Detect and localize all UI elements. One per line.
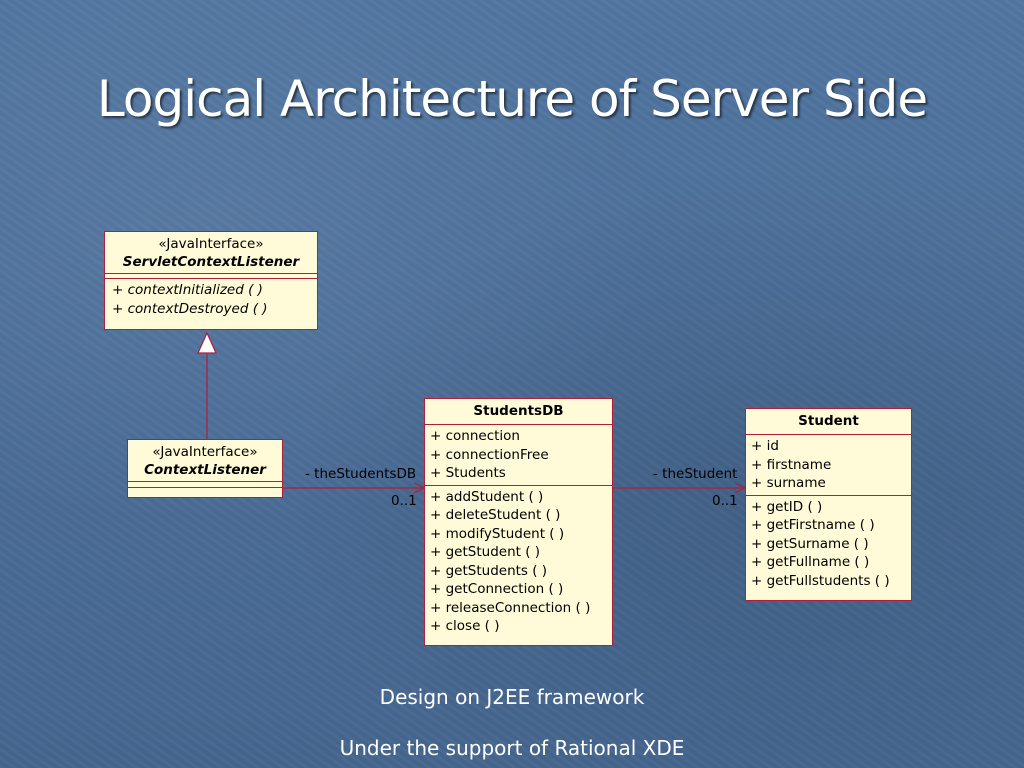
- attribute-item: + connectionFree: [430, 446, 549, 463]
- operation-item: + close ( ): [430, 618, 500, 634]
- class-header: StudentsDB: [425, 399, 612, 424]
- multiplicity-label-student: 0..1: [712, 493, 738, 509]
- operation-item: + getConnection ( ): [430, 581, 564, 597]
- attributes-compartment: [105, 273, 317, 278]
- attributes-compartment: + id + firstname + surname: [746, 434, 911, 495]
- attribute-item: + firstname: [751, 456, 832, 473]
- operation-item: + contextInitialized ( ): [112, 282, 263, 298]
- stereotype-label: «JavaInterface»: [158, 236, 264, 252]
- attribute-item: + Students: [430, 465, 506, 481]
- operation-item: + getStudent ( ): [430, 544, 541, 560]
- operation-item: + contextDestroyed ( ): [112, 300, 268, 317]
- class-header: «JavaInterface» ServletContextListener: [105, 232, 317, 273]
- operation-item: + modifyStudent ( ): [430, 525, 565, 542]
- attribute-item: + surname: [751, 475, 826, 491]
- operations-compartment: [128, 487, 282, 493]
- class-student[interactable]: Student + id + firstname + surname + get…: [745, 408, 912, 601]
- operation-item: + getSurname ( ): [751, 535, 869, 552]
- operations-compartment: + getID ( ) + getFirstname ( ) + getSurn…: [746, 494, 911, 593]
- operations-compartment: + addStudent ( ) + deleteStudent ( ) + m…: [425, 484, 612, 638]
- slide-title: Logical Architecture of Server Side: [96, 70, 928, 128]
- role-label-student: - theStudent: [653, 466, 738, 482]
- footer-line-tool: Under the support of Rational XDE: [339, 736, 685, 760]
- class-header: Student: [746, 409, 911, 434]
- multiplicity-label-students-db: 0..1: [391, 493, 417, 509]
- operation-item: + getFirstname ( ): [751, 517, 875, 533]
- operation-item: + getFullstudents ( ): [751, 572, 890, 589]
- footer-line-framework: Design on J2EE framework: [379, 685, 645, 709]
- operation-item: + deleteStudent ( ): [430, 507, 561, 523]
- operation-item: + releaseConnection ( ): [430, 599, 591, 616]
- class-context-listener[interactable]: «JavaInterface» ContextListener: [127, 439, 283, 498]
- attribute-item: + connection: [430, 428, 520, 444]
- stereotype-label: «JavaInterface»: [152, 444, 258, 460]
- operation-item: + getFullname ( ): [751, 554, 870, 570]
- class-name: Student: [798, 413, 859, 429]
- class-name: ServletContextListener: [122, 254, 300, 270]
- role-label-students-db: - theStudentsDB: [305, 466, 417, 482]
- class-students-db[interactable]: StudentsDB + connection + connectionFree…: [424, 398, 613, 646]
- generalization-arrowhead: [197, 331, 217, 354]
- operations-compartment: + contextInitialized ( ) + contextDestro…: [105, 278, 317, 320]
- attribute-item: + id: [751, 438, 779, 454]
- class-header: «JavaInterface» ContextListener: [128, 440, 282, 481]
- class-name: ContextListener: [144, 462, 266, 478]
- operation-item: + getStudents ( ): [430, 562, 548, 579]
- attributes-compartment: + connection + connectionFree + Students: [425, 424, 612, 485]
- class-name: StudentsDB: [473, 403, 564, 419]
- operation-item: + addStudent ( ): [430, 488, 544, 505]
- attributes-compartment: [128, 481, 282, 487]
- operation-item: + getID ( ): [751, 498, 823, 515]
- class-servlet-context-listener[interactable]: «JavaInterface» ServletContextListener +…: [104, 231, 318, 330]
